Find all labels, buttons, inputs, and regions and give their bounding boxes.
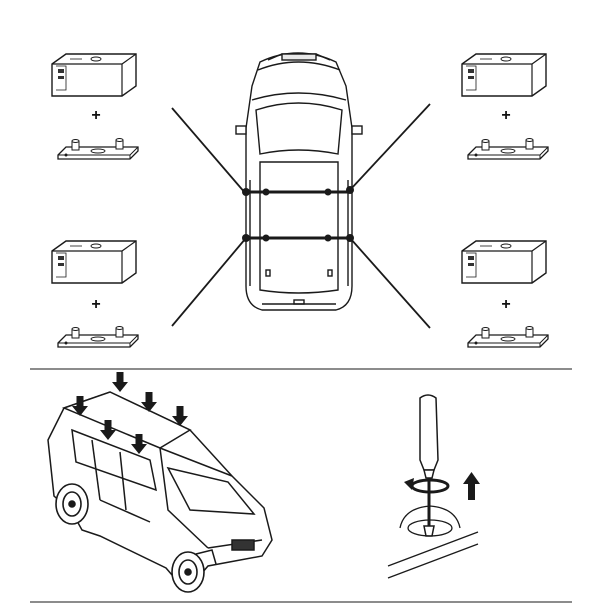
mounting-plate-icon <box>57 137 139 160</box>
leader-lines <box>171 103 431 329</box>
down-arrow-icon <box>112 372 128 392</box>
screwdriver-icon <box>419 394 439 537</box>
rotation-arrow-icon <box>404 478 450 494</box>
van-perspective-icon <box>47 391 273 583</box>
roof-bar-foot-icon <box>461 53 547 97</box>
van-top-view-icon <box>235 52 363 311</box>
mounting-plate-icon <box>57 325 139 348</box>
plus-sign: + <box>501 296 511 313</box>
plus-sign: + <box>91 107 101 124</box>
roof-bar-foot-icon <box>461 240 547 284</box>
roof-bar-foot-icon <box>51 240 137 284</box>
mounting-plate-icon <box>467 325 549 348</box>
plus-sign: + <box>501 107 511 124</box>
van-wheels <box>55 483 205 593</box>
mounting-plate-icon <box>467 137 549 160</box>
plus-sign: + <box>91 296 101 313</box>
roof-bar-foot-icon <box>51 53 137 97</box>
up-arrow-icon <box>463 472 480 500</box>
surface-detail <box>387 505 479 579</box>
bar-foot-points <box>242 186 354 242</box>
